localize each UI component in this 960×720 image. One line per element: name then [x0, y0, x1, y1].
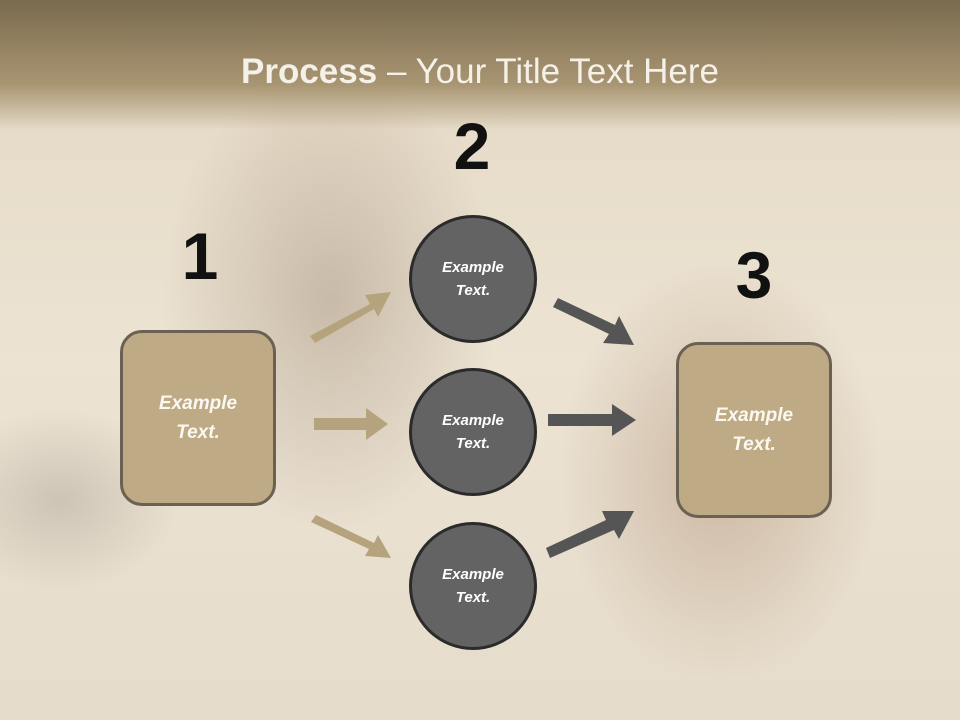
circle-bottom[interactable]: Example Text.	[409, 522, 537, 650]
tan-arrows	[310, 292, 391, 558]
arrow-to-circle-bottom	[311, 515, 391, 558]
title-bold: Process	[241, 52, 378, 91]
gray-arrows	[546, 298, 636, 558]
step-number-2: 2	[453, 109, 491, 183]
arrow-to-circle-middle	[314, 408, 388, 440]
circle-middle-text: Example Text.	[442, 412, 504, 452]
circle-bottom-text: Example Text.	[442, 566, 504, 606]
circle-middle[interactable]: Example Text.	[409, 368, 537, 496]
slide-title: Process – Your Title Text Here	[0, 52, 960, 92]
step-1-text: Example Text.	[158, 393, 238, 443]
title-band	[0, 0, 960, 130]
circle-top[interactable]: Example Text.	[409, 215, 537, 343]
arrow-to-circle-top	[310, 292, 391, 343]
step-1-box[interactable]: Example Text.	[120, 330, 276, 506]
circle-top-text: Example Text.	[442, 259, 504, 299]
title-rest: – Your Title Text Here	[377, 52, 719, 91]
arrow-from-circle-bottom	[546, 511, 634, 558]
step-3-box[interactable]: Example Text.	[676, 342, 832, 518]
step-number-3: 3	[735, 238, 773, 312]
step-number-1: 1	[181, 219, 219, 293]
arrow-from-circle-middle	[548, 404, 636, 436]
arrow-from-circle-top	[553, 298, 634, 345]
step-3-text: Example Text.	[714, 405, 794, 455]
